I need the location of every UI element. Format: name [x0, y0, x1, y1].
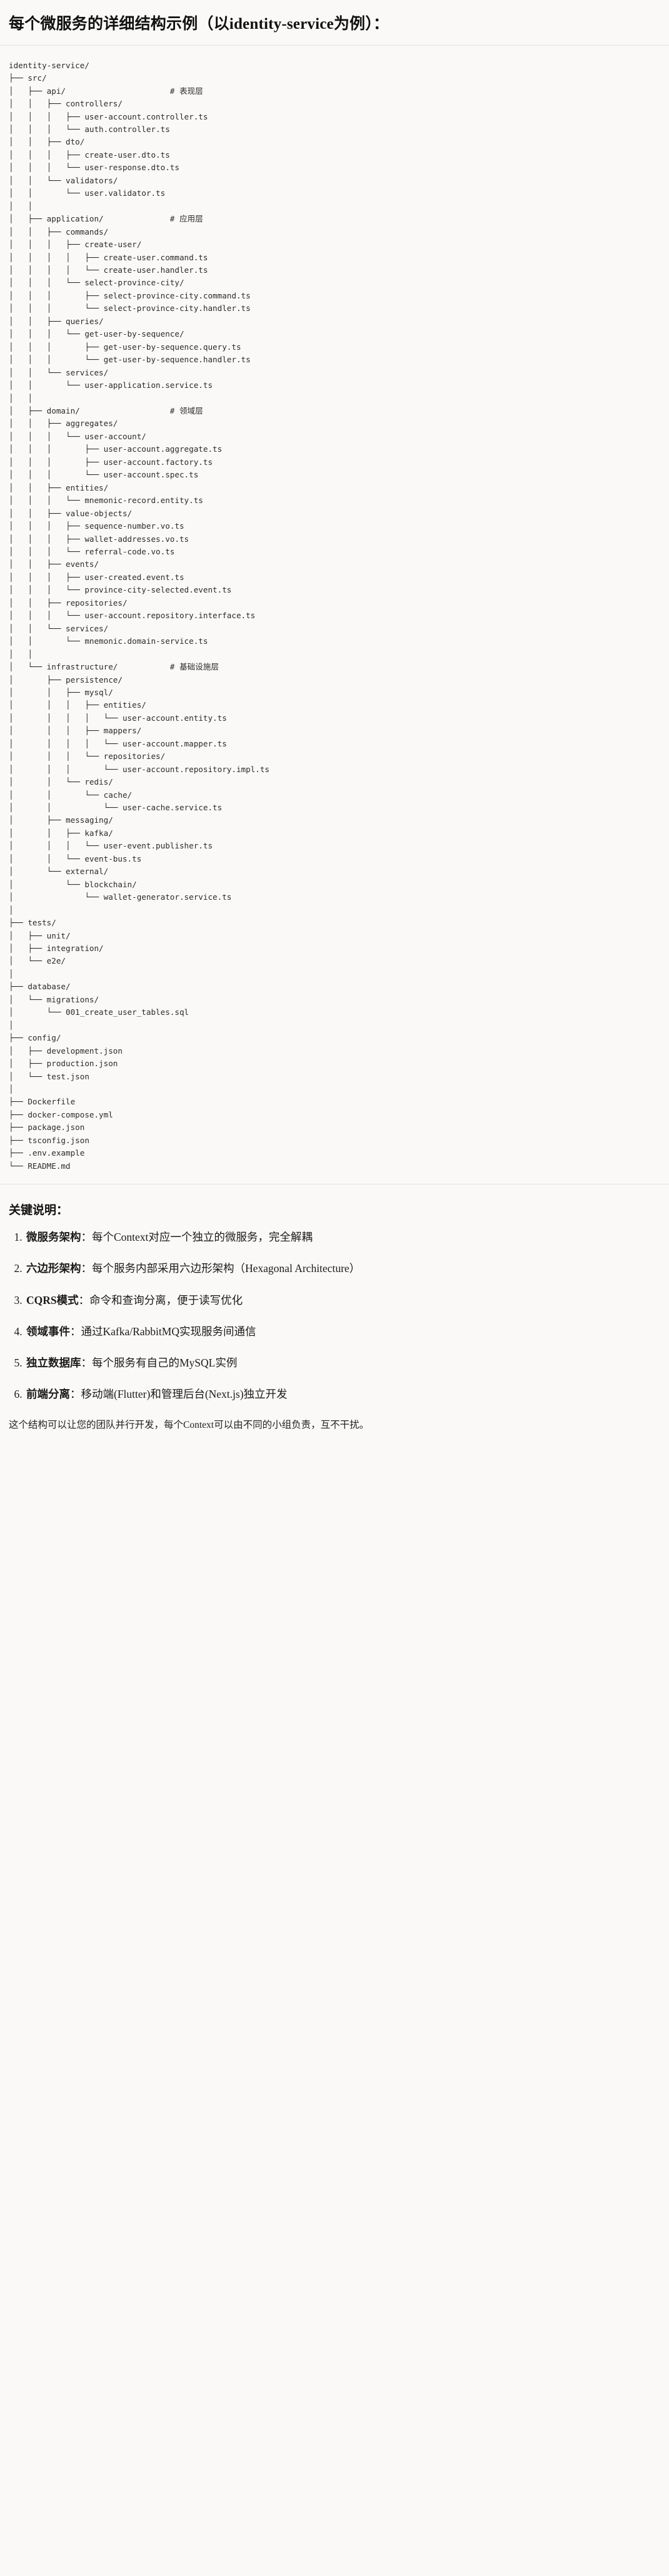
note-term: 独立数据库	[26, 1357, 81, 1370]
page-root: 每个微服务的详细结构示例（以identity-service为例）： ident…	[0, 0, 669, 1443]
directory-tree-block: identity-service/ ├── src/ │ ├── api/ # …	[0, 45, 669, 1184]
note-term: 前端分离	[26, 1388, 70, 1401]
note-separator: ：	[81, 1357, 93, 1370]
note-description: 命令和查询分离，便于读写优化	[89, 1293, 243, 1306]
page-title: 每个微服务的详细结构示例（以identity-service为例）：	[9, 16, 390, 33]
note-separator: ：	[81, 1231, 93, 1244]
note-item: CQRS模式：命令和查询分离，便于读写优化	[25, 1292, 660, 1308]
note-item: 领域事件：通过Kafka/RabbitMQ实现服务间通信	[25, 1323, 660, 1340]
note-description: 每个服务有自己的MySQL实例	[92, 1357, 238, 1370]
key-notes-section: 关键说明： 微服务架构：每个Context对应一个独立的微服务，完全解耦 六边形…	[0, 1184, 669, 1443]
note-description: 每个Context对应一个独立的微服务，完全解耦	[92, 1231, 313, 1244]
note-item: 微服务架构：每个Context对应一个独立的微服务，完全解耦	[25, 1229, 660, 1245]
key-notes-title: 关键说明：	[9, 1204, 69, 1218]
note-item: 独立数据库：每个服务有自己的MySQL实例	[25, 1355, 660, 1371]
note-item: 前端分离：移动端(Flutter)和管理后台(Next.js)独立开发	[25, 1386, 660, 1402]
note-separator: ：	[81, 1262, 93, 1275]
note-term: 六边形架构	[26, 1262, 81, 1275]
note-term: CQRS模式	[26, 1293, 79, 1306]
note-term: 微服务架构	[26, 1231, 81, 1244]
note-description: 通过Kafka/RabbitMQ实现服务间通信	[81, 1325, 256, 1338]
note-separator: ：	[70, 1325, 81, 1338]
note-description: 每个服务内部采用六边形架构（Hexagonal Architecture）	[92, 1262, 361, 1275]
key-notes-footnote: 这个结构可以让您的团队并行开发，每个Context可以由不同的小组负责，互不干扰…	[9, 1419, 370, 1430]
note-separator: ：	[78, 1293, 90, 1306]
title-divider	[0, 44, 669, 46]
note-separator: ：	[70, 1388, 81, 1401]
key-notes-list: 微服务架构：每个Context对应一个独立的微服务，完全解耦 六边形架构：每个服…	[9, 1229, 660, 1403]
directory-tree: identity-service/ ├── src/ │ ├── api/ # …	[9, 60, 270, 1171]
note-description: 移动端(Flutter)和管理后台(Next.js)独立开发	[81, 1388, 288, 1401]
note-item: 六边形架构：每个服务内部采用六边形架构（Hexagonal Architectu…	[25, 1260, 660, 1276]
note-term: 领域事件	[26, 1325, 70, 1338]
